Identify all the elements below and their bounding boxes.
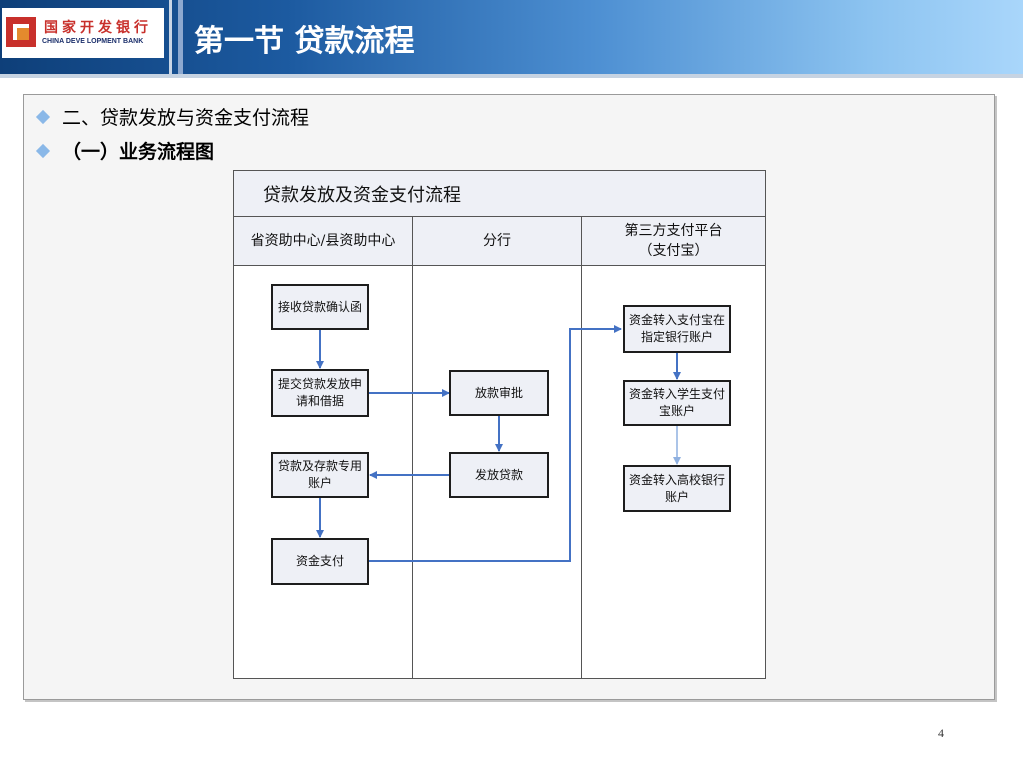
node-disburse-loan: 发放贷款 <box>449 452 549 498</box>
flowchart-title-bar: 贷款发放及资金支付流程 <box>234 171 765 217</box>
bullet-item: 二、贷款发放与资金支付流程 <box>35 103 310 130</box>
bullet-text: （一）业务流程图 <box>62 141 215 163</box>
title-bar: 国家开发银行 CHINA DEVE LOPMENT BANK 第一节 贷款流程 <box>0 0 1023 78</box>
page-number: 4 <box>938 726 944 740</box>
logo-chinese-name: 国家开发银行 <box>44 20 152 36</box>
flowchart-title: 贷款发放及资金支付流程 <box>263 185 461 206</box>
node-loan-approval: 放款审批 <box>449 370 549 416</box>
node-student-alipay-account: 资金转入学生支付宝账户 <box>623 380 731 426</box>
flow-arrows <box>316 325 681 562</box>
lane-header-funding-center: 省资助中心/县资助中心 <box>234 217 412 266</box>
diamond-bullet-icon <box>35 109 51 124</box>
lane-label: 分行 <box>483 233 511 249</box>
page-title: 第一节 贷款流程 <box>194 24 415 59</box>
node-dedicated-account: 贷款及存款专用账户 <box>271 452 369 498</box>
node-university-bank-account: 资金转入高校银行账户 <box>623 465 731 512</box>
header-divider <box>169 0 172 78</box>
lane-divider <box>412 217 413 678</box>
bank-logo-icon <box>6 17 36 47</box>
bullet-item: （一）业务流程图 <box>35 137 215 164</box>
lane-label: 省资助中心/县资助中心 <box>250 233 396 249</box>
node-submit-application: 提交贷款发放申请和借据 <box>271 369 369 417</box>
lane-header-branch: 分行 <box>413 217 581 266</box>
node-fund-payment: 资金支付 <box>271 538 369 585</box>
header-underline <box>0 74 1023 78</box>
bullet-text: 二、贷款发放与资金支付流程 <box>62 107 310 129</box>
arrow-pay-to-alipay <box>368 325 622 562</box>
flowchart: 贷款发放及资金支付流程 省资助中心/县资助中心 分行 第三方支付平台 （支付宝）… <box>233 170 766 679</box>
header-divider <box>178 0 183 78</box>
diamond-bullet-icon <box>35 143 51 158</box>
lane-header-payment-platform: 第三方支付平台 （支付宝） <box>582 217 765 266</box>
node-receive-confirmation: 接收贷款确认函 <box>271 284 369 330</box>
logo-english-name: CHINA DEVE LOPMENT BANK <box>42 38 144 45</box>
lane-label: 第三方支付平台 （支付宝） <box>624 223 723 259</box>
logo: 国家开发银行 CHINA DEVE LOPMENT BANK <box>2 8 164 58</box>
node-alipay-bank-account: 资金转入支付宝在指定银行账户 <box>623 305 731 353</box>
lane-divider <box>581 217 582 678</box>
